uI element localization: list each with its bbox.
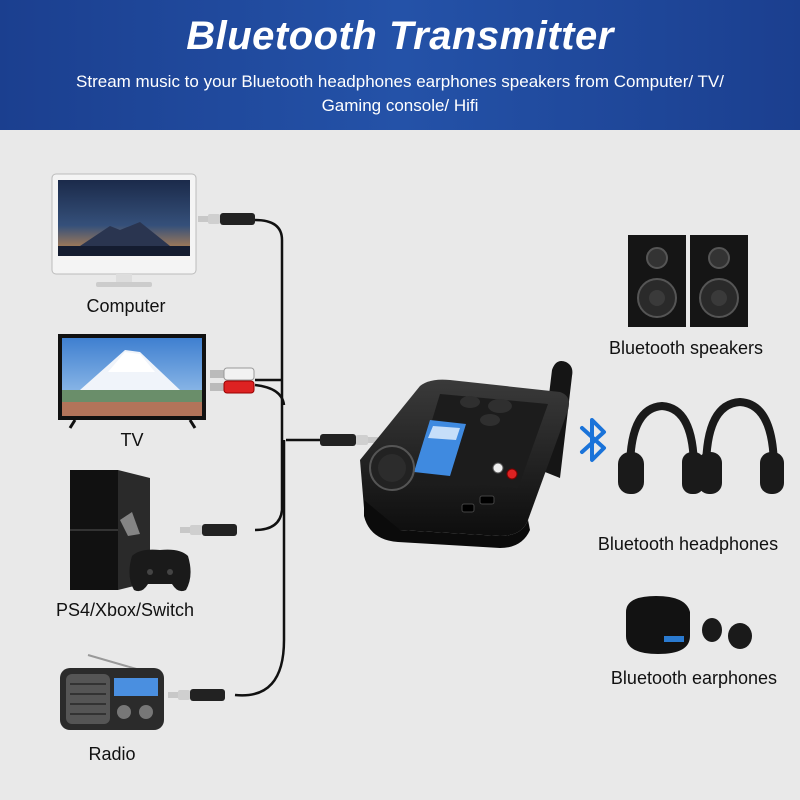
headphones-label: Bluetooth headphones bbox=[597, 534, 779, 554]
computer-monitor-icon bbox=[51, 173, 197, 287]
bluetooth-transmitter-device bbox=[360, 361, 573, 548]
radio-label: Radio bbox=[88, 744, 136, 764]
bluetooth-speakers-icon bbox=[628, 235, 748, 327]
speakers-label: Bluetooth speakers bbox=[608, 338, 764, 358]
header-banner bbox=[0, 0, 800, 130]
tv-icon bbox=[58, 334, 206, 429]
jack-plug-computer bbox=[198, 213, 255, 225]
jack-plug-console bbox=[180, 524, 237, 536]
page-subtitle: Stream music to your Bluetooth headphone… bbox=[76, 72, 724, 115]
bluetooth-icon bbox=[580, 418, 606, 462]
rca-plug-white bbox=[210, 367, 255, 381]
page-title: Bluetooth Transmitter bbox=[186, 14, 614, 58]
bluetooth-headphones-icon bbox=[626, 397, 778, 471]
radio-icon bbox=[60, 654, 164, 730]
tv-label: TV bbox=[120, 430, 144, 450]
console-label: PS4/Xbox/Switch bbox=[55, 600, 195, 620]
rca-plug-red bbox=[210, 380, 255, 394]
bluetooth-earphones-icon bbox=[626, 596, 752, 654]
computer-label: Computer bbox=[86, 296, 166, 316]
jack-plug-radio bbox=[168, 689, 225, 701]
cable-bundle bbox=[234, 218, 325, 697]
jack-plug-transmitter bbox=[320, 434, 378, 446]
game-controller-icon bbox=[129, 549, 191, 592]
earphones-label: Bluetooth earphones bbox=[610, 668, 778, 688]
